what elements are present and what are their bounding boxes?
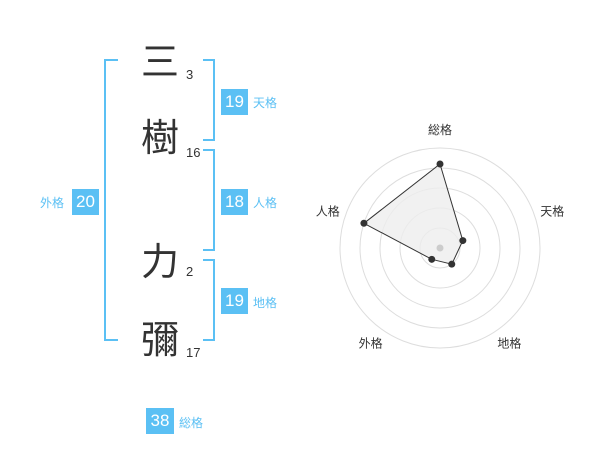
gaikaku-bracket [104, 59, 118, 341]
name-char-3: 力 [140, 240, 179, 284]
jinkaku-value: 18 [221, 189, 248, 215]
radar-axis-label: 地格 [497, 335, 521, 350]
stroke-count-1: 3 [186, 67, 194, 82]
soukaku-value: 38 [146, 408, 174, 434]
radar-axis-label: 総格 [428, 122, 452, 137]
radar-axis-label: 天格 [540, 204, 564, 219]
soukaku-label: 総格 [179, 416, 204, 430]
name-char-1: 三 [140, 40, 179, 84]
radar-point [428, 255, 436, 263]
name-char-2: 樹 [140, 116, 179, 160]
radar-area [362, 163, 464, 265]
chikaku-value: 19 [221, 288, 248, 314]
gaikaku-value: 20 [72, 189, 99, 215]
tenkaku-label: 天格 [253, 96, 278, 110]
radar-point [448, 260, 456, 268]
radar-point [360, 219, 368, 227]
radar-axis-label: 人格 [316, 204, 340, 219]
name-char-4: 彌 [140, 318, 179, 362]
jinkaku-bracket [203, 149, 215, 251]
stroke-count-3: 2 [186, 264, 194, 279]
radar-center-dot [436, 244, 444, 252]
stroke-count-4: 17 [186, 345, 201, 360]
tenkaku-value: 19 [221, 89, 248, 115]
jinkaku-label: 人格 [253, 196, 278, 210]
chikaku-label: 地格 [253, 296, 278, 310]
tenkaku-bracket [203, 59, 215, 141]
gaikaku-label: 外格 [40, 196, 65, 210]
chikaku-bracket [203, 259, 215, 341]
radar-point [436, 160, 444, 168]
radar-point [459, 237, 467, 245]
stroke-count-2: 16 [186, 145, 201, 160]
radar-axis-label: 外格 [359, 335, 383, 350]
radar-ring [339, 147, 541, 349]
